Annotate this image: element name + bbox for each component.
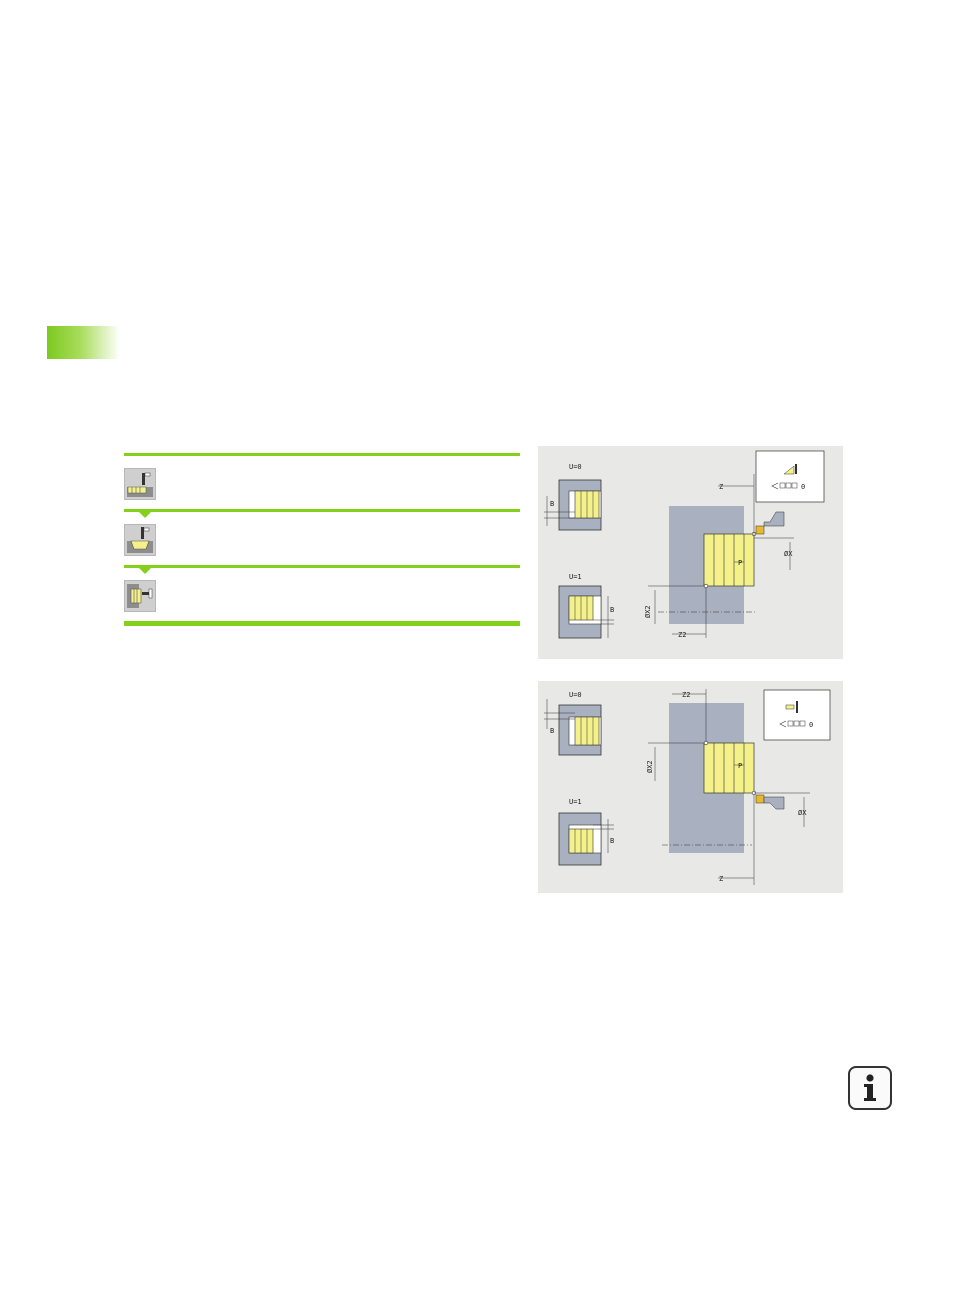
label-zero: 0 <box>801 483 805 491</box>
label-u0: U=0 <box>569 463 582 471</box>
recessing-finish-icon[interactable] <box>124 524 156 556</box>
label-x2: ØX2 <box>646 760 654 773</box>
label-x: ØX <box>784 550 793 558</box>
recess-cut-region <box>703 533 755 587</box>
label-u0: U=0 <box>569 691 582 699</box>
parameter-box <box>763 689 831 741</box>
info-icon[interactable] <box>848 1066 892 1110</box>
direction-arrow-icon <box>771 482 779 490</box>
label-zero: 0 <box>809 721 813 729</box>
label-b: B <box>610 837 614 845</box>
label-z2: Z2 <box>682 691 690 699</box>
recess-cut-region <box>703 742 755 794</box>
chapter-tab-marker <box>47 326 120 359</box>
label-x2: ØX2 <box>644 605 652 618</box>
label-b: B <box>550 500 554 508</box>
cycle-row-radial <box>124 453 520 509</box>
label-p: P <box>738 559 742 567</box>
start-point <box>703 740 709 746</box>
recessing-tool-icon <box>755 525 765 535</box>
cycle-row-axial <box>124 565 520 626</box>
start-point <box>703 583 709 589</box>
cycle-table <box>124 453 520 626</box>
recessing-axial-icon[interactable] <box>124 580 156 612</box>
label-b: B <box>550 727 554 735</box>
label-z2: Z2 <box>678 631 686 639</box>
parameter-box <box>755 450 825 503</box>
diagram-inside-contour: U=0 B U=1 B <box>538 681 843 893</box>
label-p: P <box>738 762 742 770</box>
direction-arrow-icon <box>779 720 787 728</box>
recessing-radial-icon[interactable] <box>124 468 156 500</box>
label-z: Z <box>719 483 723 491</box>
recessing-tool-icon <box>755 794 765 804</box>
flow-arrow-icon <box>136 509 154 518</box>
diagram-outside-contour: U=0 B U=1 B <box>538 446 843 659</box>
contour-type-icon <box>785 704 795 710</box>
flow-arrow-icon <box>136 565 154 574</box>
cycle-row-finish <box>124 509 520 565</box>
contour-type-icon <box>783 465 795 475</box>
label-u1: U=1 <box>569 573 582 581</box>
label-u1: U=1 <box>569 798 582 806</box>
label-b: B <box>610 606 614 614</box>
label-z: Z <box>719 875 723 883</box>
label-x: ØX <box>798 809 807 817</box>
